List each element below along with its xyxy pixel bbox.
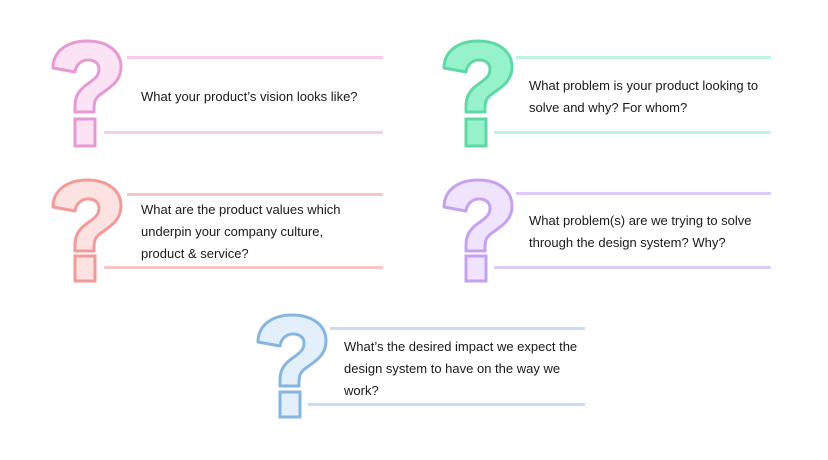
question-text: What your product’s vision looks like?: [141, 89, 358, 104]
divider-bottom: [104, 131, 383, 134]
question-mark-icon: [256, 313, 328, 419]
divider-bottom: [494, 266, 771, 269]
divider-top: [516, 56, 771, 59]
question-text: What problem is your product looking to …: [529, 78, 759, 115]
question-mark-icon: [51, 39, 123, 148]
divider-bottom: [104, 266, 383, 269]
question-mark-icon: [442, 39, 514, 148]
divider-top: [330, 327, 585, 330]
question-text: What’s the desired impact we expect the …: [344, 339, 578, 398]
divider-top: [516, 192, 771, 195]
divider-top: [127, 56, 383, 59]
question-mark-icon: [51, 178, 123, 283]
divider-top: [127, 193, 383, 196]
question-mark-icon: [442, 178, 514, 283]
divider-bottom: [308, 403, 585, 406]
divider-bottom: [494, 131, 771, 134]
question-text: What problem(s) are we trying to solve t…: [529, 213, 752, 250]
question-text: What are the product values which underp…: [141, 202, 341, 261]
